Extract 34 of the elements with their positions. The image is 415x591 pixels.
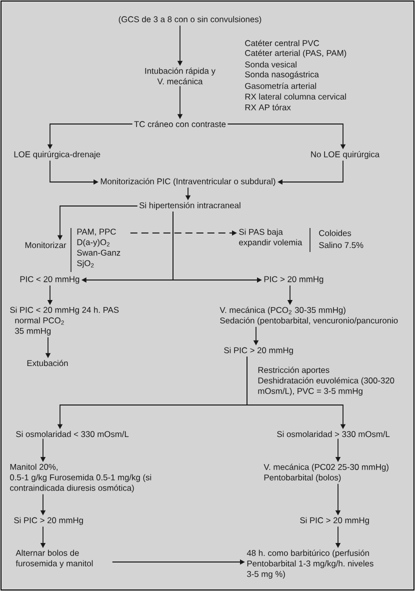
note-text: Sonda nasogástrica [245,71,319,80]
step-text: Monitorización PIC (Intraventricular o subdural) [100,178,276,186]
step-text: Si PIC > 20 mmHg [300,517,369,525]
note-text: Catéter arterial (PAS, PAM) [245,50,346,58]
step-text: TC cráneo con contraste [134,120,226,128]
step-text: Alternar bolos de furosemida y manitol [16,550,93,568]
note-text: Sonda vesical [245,61,296,68]
step-text: PIC > 20 mmHg [264,276,324,284]
note-text: Restricción aportes Deshidratación euvolémica (300-320 mOsm/L), PVC = 3-5 mmHg [258,366,394,396]
note-text: Catéter central PVC [245,40,320,46]
step-text: Si PIC < 20 mmHg 24 h. PAS normal PCO$_{2}$ 35 mmHg [10,306,119,336]
step-text: Intubación rápida y V. mecánica [145,68,216,84]
note-text: RX lateral columna cervical [245,93,346,100]
note-text: Salino 7.5% [319,242,364,248]
step-text: LOE quirúrgica-drenaje [14,151,100,159]
step-text: V. mecánica (PCO$_{2}$ 30-35 mmHg) Sedación (pentobarbital, vencuronio/pancuronio [220,306,398,326]
step-text: 48 h. como barbitúrico (perfusión Pentobarbital 1-3 mg/kg/h. niveles 3-5 mg %) [246,550,374,579]
step-text: Si PIC > 20 mmHg [14,517,83,525]
note-text: Gasometría arterial [245,82,316,89]
note-text: RX AP tórax [245,104,291,110]
step-text: Si osmolaridad > 330 mOsm/L [277,430,390,438]
step-text: Si PIC > 20 mmHg [224,347,293,355]
step-text: Extubación [27,360,68,366]
step-text: No LOE quirúrgica [311,151,380,159]
step-text: Manitol 20%, 0.5-1 g/kg Furosemida 0.5-1 mg/kg (si contraindicada diuresis osmótica) [10,464,152,493]
step-text: PAM, PPC D(a-y)O$_{2}$ Swan-Ganz SjO$_{2}$ [77,228,120,268]
step-text: Si hipertensión intracraneal [139,202,240,210]
step-text: Monitorizar [25,242,66,248]
step-text: V. mecánica (PC02 25-30 mmHg) Pentobarbital (bolos) [264,464,388,482]
step-text: Si osmolaridad < 330 mOsm/L [16,430,129,438]
note-text: Coloides [319,230,352,236]
step-text: Si PAS baja expandir volemia [239,228,302,248]
step-text: PIC < 20 mmHg [20,276,80,284]
step-text: (GCS de 3 a 8 con o sin convulsiones) [118,16,262,24]
